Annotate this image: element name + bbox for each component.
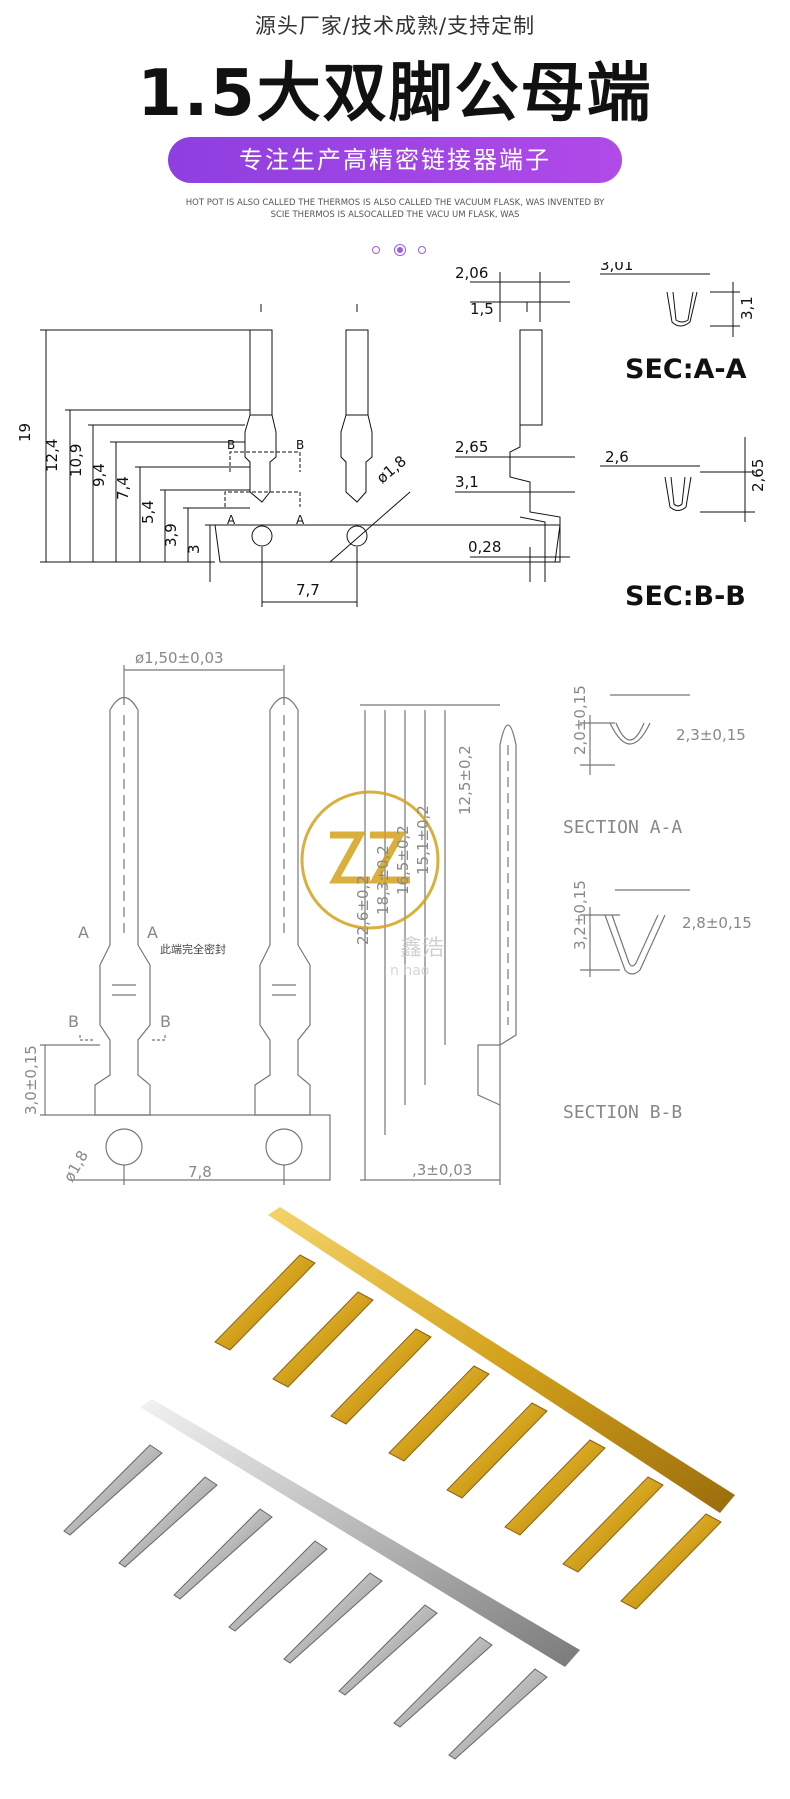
- side-dim-16-5: 16,5±0,2: [394, 825, 412, 895]
- side-dim-1-5: 1,5: [470, 300, 494, 318]
- product-photo: [63, 1207, 735, 1760]
- bottom-dia: ø1,8: [60, 1147, 92, 1185]
- gold-terminal-strip: [214, 1207, 735, 1610]
- banner-pill: 专注生产高精密链接器端子: [168, 137, 622, 183]
- dim-3: 3: [185, 544, 203, 554]
- sec-bb-w: 2,8±0,15: [682, 914, 752, 932]
- top-dia: ø1,50±0,03: [135, 649, 224, 667]
- silver-terminal-strip: [63, 1399, 580, 1760]
- dot-2-active[interactable]: [394, 244, 406, 256]
- dot-3[interactable]: [418, 246, 426, 254]
- drawing-2: 鑫浩 n hao ø1,50±0,03 A A B B 此端完全密封 3,0±0…: [22, 649, 752, 1185]
- side-dim-2-06: 2,06: [455, 264, 488, 282]
- mark-a2: A: [147, 923, 158, 942]
- sec-aa-label: SEC:A-A: [625, 354, 747, 385]
- mark-b-right: B: [296, 438, 304, 452]
- side-dim-3-1: 3,1: [455, 473, 479, 491]
- side-dim-2-65: 2,65: [455, 438, 488, 456]
- watermark-logo: 鑫浩 n hao: [300, 790, 444, 979]
- small-caption-1: HOT POT IS ALSO CALLED THE THERMOS IS AL…: [185, 198, 605, 208]
- dim-19: 19: [16, 423, 34, 442]
- side-dim-0-28: 0,28: [468, 538, 501, 556]
- page-title: 1.5大双脚公母端: [137, 57, 653, 131]
- dim-9-4: 9,4: [90, 463, 108, 487]
- drawing-1: 19 12,4 10,9 9,4 7,4 5,4 3,9 3 ø1,8 7,7 …: [16, 262, 767, 612]
- pitch-7-8: 7,8: [188, 1163, 212, 1181]
- sec-aa-height: 3,1: [738, 296, 756, 320]
- mark-b1: B: [68, 1012, 79, 1031]
- sec-bb-h: 3,2±0,15: [571, 880, 589, 950]
- carousel-dots: [368, 244, 428, 256]
- side-dim-22-6: 22,6±0,2: [354, 875, 372, 945]
- dim-5-4: 5,4: [139, 500, 157, 524]
- watermark-text-2: n hao: [390, 963, 429, 979]
- dim-3-9: 3,9: [162, 523, 180, 547]
- mark-b-left: B: [227, 438, 235, 452]
- thickness: ,3±0,03: [412, 1161, 472, 1179]
- dot-1[interactable]: [372, 246, 380, 254]
- sec-bb-width: 2,6: [605, 448, 629, 466]
- dim-7-4: 7,4: [114, 476, 132, 500]
- dim-dia-1-8: ø1,8: [373, 452, 410, 487]
- sec-aa-w: 2,3±0,15: [676, 726, 746, 744]
- watermark-text-1: 鑫浩: [400, 936, 444, 961]
- sec-aa-title: SECTION A-A: [563, 817, 682, 838]
- side-dim-12-5: 12,5±0,2: [456, 745, 474, 815]
- seal-note: 此端完全密封: [160, 942, 226, 956]
- header-subtitle: 源头厂家/技术成熟/支持定制: [254, 14, 536, 38]
- dim-pitch: 7,7: [296, 581, 320, 599]
- sec-aa-width: 3,01: [600, 262, 633, 274]
- left-dim: 3,0±0,15: [22, 1045, 40, 1115]
- side-dim-18-3: 18,3±0,2: [374, 845, 392, 915]
- sec-aa-h: 2,0±0,15: [571, 685, 589, 755]
- side-dim-15-1: 15,1±0,2: [414, 805, 432, 875]
- small-caption-2: SCIE THERMOS IS ALSOCALLED THE VACU UM F…: [270, 210, 520, 220]
- sec-bb-title: SECTION B-B: [563, 1102, 682, 1123]
- mark-a1: A: [78, 923, 89, 942]
- dim-12-4: 12,4: [43, 439, 61, 472]
- dim-10-9: 10,9: [67, 444, 85, 477]
- mark-b2: B: [160, 1012, 171, 1031]
- sec-bb-height: 2,65: [749, 459, 767, 492]
- banner-text: 专注生产高精密链接器端子: [239, 146, 551, 174]
- mark-a-right: A: [296, 513, 305, 527]
- sec-bb-label: SEC:B-B: [625, 581, 746, 612]
- mark-a-left: A: [227, 513, 236, 527]
